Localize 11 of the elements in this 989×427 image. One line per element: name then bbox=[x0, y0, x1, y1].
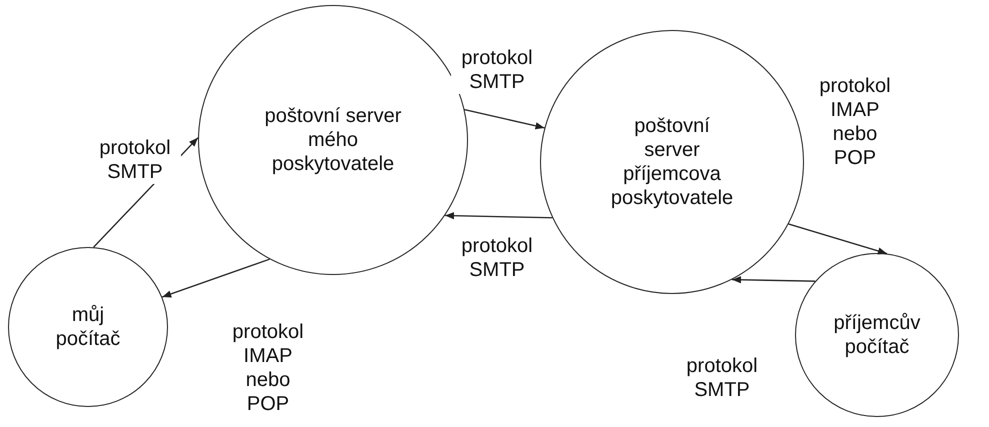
node-label: poštovní server mého poskytovatele bbox=[264, 104, 402, 176]
circle-node bbox=[8, 247, 168, 407]
arrow bbox=[788, 223, 888, 254]
node-label: příjemcův počítač bbox=[832, 311, 922, 359]
circle-node bbox=[795, 253, 959, 417]
node-label: poštovní server příjemcova poskytovatele bbox=[610, 114, 734, 210]
arrow bbox=[732, 276, 816, 284]
arrow bbox=[464, 109, 545, 130]
arrow bbox=[162, 258, 270, 298]
node-label: můj počítač bbox=[54, 303, 122, 351]
arrow bbox=[444, 212, 552, 220]
